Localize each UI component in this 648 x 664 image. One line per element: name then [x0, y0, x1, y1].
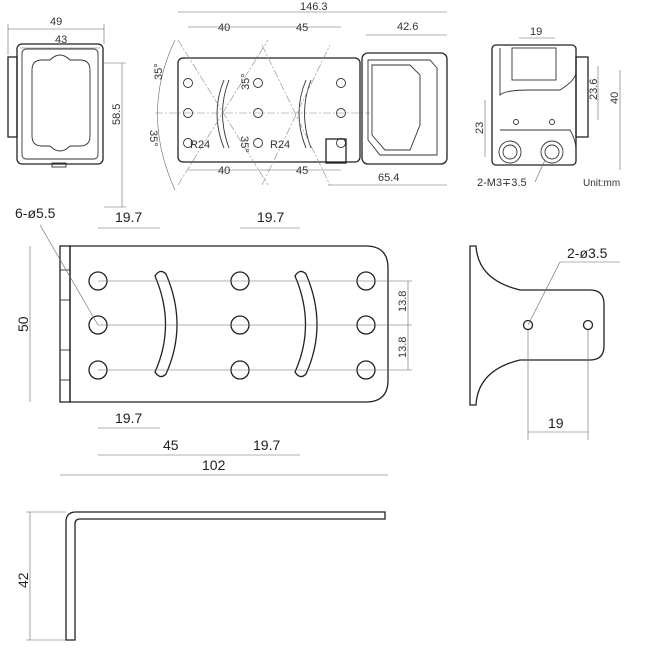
dim-146-3: 146.3 — [300, 1, 328, 13]
bracket-side-view: 2-ø3.5 19 — [469, 245, 620, 440]
dim-19-7-bottom-1: 19.7 — [115, 410, 142, 426]
dim-19-rear: 19 — [530, 26, 542, 38]
angle-4: 35° — [238, 136, 250, 153]
radius-r24-1: R24 — [190, 139, 210, 151]
dim-102: 102 — [202, 457, 226, 473]
unit-label: Unit:mm — [583, 178, 620, 189]
dim-42-6: 42.6 — [397, 21, 418, 33]
dim-40-top: 40 — [218, 22, 230, 34]
angle-1: 35° — [153, 63, 165, 80]
bracket-profile-view: 42 — [15, 511, 386, 641]
dim-23-6: 23.6 — [588, 79, 600, 100]
thread-note: 2-M3∓3.5 — [477, 177, 527, 189]
dim-19-7-top-1: 19.7 — [115, 209, 142, 225]
dim-13-8-lower: 13.8 — [397, 337, 409, 358]
side-view: 146.3 40 45 42.6 35° 35° 35° 35° R24 R24… — [147, 1, 448, 191]
dim-45-bottom: 45 — [296, 165, 308, 177]
dim-45: 45 — [163, 437, 179, 453]
radius-r24-2: R24 — [270, 139, 290, 151]
dim-19-bracket: 19 — [548, 415, 564, 431]
dim-50: 50 — [15, 316, 31, 332]
rear-view: 19 23 23.6 40 2-M3∓3.5 Unit:mm — [474, 26, 621, 189]
angle-3: 35° — [147, 130, 159, 147]
dim-front-49: 49 — [50, 16, 62, 28]
dim-65-4: 65.4 — [378, 172, 399, 184]
hole-note-2x3-5: 2-ø3.5 — [567, 245, 608, 261]
dim-front-58-5: 58.5 — [111, 104, 123, 125]
dim-13-8-upper: 13.8 — [397, 291, 409, 312]
bracket-plan-view: 6-ø5.5 19.7 19.7 50 13.8 13.8 19.7 45 19… — [15, 205, 412, 476]
dim-40-bottom: 40 — [218, 165, 230, 177]
dim-front-43: 43 — [55, 34, 67, 46]
dim-40-rear: 40 — [609, 92, 621, 104]
front-view: 49 43 58.5 — [7, 16, 126, 208]
dim-19-7-top-2: 19.7 — [257, 209, 284, 225]
angle-2: 35° — [240, 73, 252, 90]
hole-note-6x5-5: 6-ø5.5 — [15, 205, 56, 221]
dim-45-top: 45 — [296, 22, 308, 34]
dim-19-7-bottom-2: 19.7 — [253, 437, 280, 453]
dim-42: 42 — [15, 572, 31, 588]
dim-23: 23 — [474, 122, 486, 134]
